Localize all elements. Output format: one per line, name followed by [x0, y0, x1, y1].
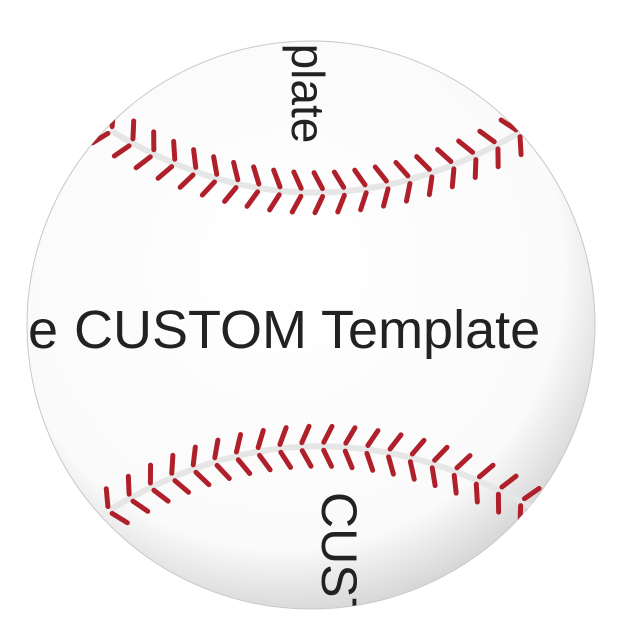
stitch — [449, 166, 457, 190]
stitch — [544, 499, 565, 515]
stitch — [365, 428, 381, 448]
stitch — [199, 179, 217, 198]
stitch — [169, 452, 176, 476]
stitch — [499, 473, 519, 490]
stitch — [109, 510, 130, 526]
stitch — [521, 485, 542, 502]
stitch — [387, 432, 404, 452]
stitch — [125, 473, 132, 497]
stitch — [409, 437, 427, 457]
stitch — [342, 448, 355, 471]
stitch — [171, 138, 178, 162]
stitch — [476, 462, 496, 480]
stitch — [90, 130, 111, 146]
stitch — [103, 486, 111, 510]
stitch — [454, 453, 473, 471]
main-print-text: CUSTOM Template — [74, 300, 540, 360]
stitch — [111, 143, 132, 159]
stitch — [539, 515, 546, 539]
stitch — [407, 459, 417, 482]
stitch — [364, 450, 376, 473]
stitch — [498, 117, 519, 133]
main-print-prefix: e — [28, 300, 58, 360]
stitch — [251, 164, 262, 187]
stitch — [435, 147, 454, 164]
stitch — [212, 437, 221, 461]
stitch — [477, 128, 497, 145]
stitch — [335, 192, 347, 215]
stitch — [414, 154, 432, 172]
stitch — [193, 469, 212, 488]
stitch — [381, 186, 391, 209]
stitch — [321, 423, 335, 445]
stitch — [257, 452, 273, 473]
stitch — [451, 472, 459, 496]
stitch — [352, 167, 368, 188]
stitch — [456, 138, 476, 155]
stitch — [520, 104, 541, 120]
stitch — [177, 172, 196, 190]
stitch — [393, 159, 411, 179]
stitch — [211, 154, 220, 177]
stitch — [231, 159, 241, 183]
bottom-print-fragment: CUST — [311, 492, 367, 628]
stitch — [299, 448, 314, 469]
stitch — [278, 449, 294, 470]
stitch — [133, 154, 153, 171]
stitch — [432, 444, 450, 463]
stitch — [109, 106, 117, 130]
stitch — [311, 170, 325, 192]
stitch — [289, 193, 304, 215]
stitch — [473, 481, 480, 505]
stitch — [429, 465, 438, 489]
stitch — [130, 498, 151, 514]
stitch — [358, 190, 369, 213]
stitch — [299, 423, 312, 446]
stitch — [472, 157, 479, 180]
stitch — [130, 118, 137, 142]
stitch — [244, 189, 261, 209]
stitch — [151, 487, 171, 504]
stitch — [517, 503, 524, 527]
stitch — [191, 147, 199, 170]
stitch — [271, 167, 283, 190]
stitch — [321, 447, 335, 469]
stitch — [255, 427, 266, 451]
stitch — [190, 444, 198, 468]
stitch — [343, 425, 358, 446]
stitch — [291, 169, 304, 191]
top-print-fragment: nplate — [282, 18, 334, 143]
stitch — [155, 164, 175, 181]
upper-seam — [108, 117, 542, 196]
stitch — [222, 185, 239, 204]
stitch — [426, 174, 435, 198]
stitch — [386, 454, 396, 477]
stitch — [235, 457, 253, 476]
stitch — [172, 478, 192, 495]
stitch — [267, 192, 282, 213]
stitch — [372, 164, 389, 184]
stitch — [214, 462, 232, 481]
stitch — [277, 425, 289, 447]
stitch — [331, 169, 347, 190]
lower-seam — [108, 443, 547, 518]
stitch — [539, 120, 547, 144]
stitch — [312, 193, 326, 216]
stitch — [403, 181, 413, 204]
stitch — [517, 134, 524, 158]
stitch — [233, 432, 244, 455]
